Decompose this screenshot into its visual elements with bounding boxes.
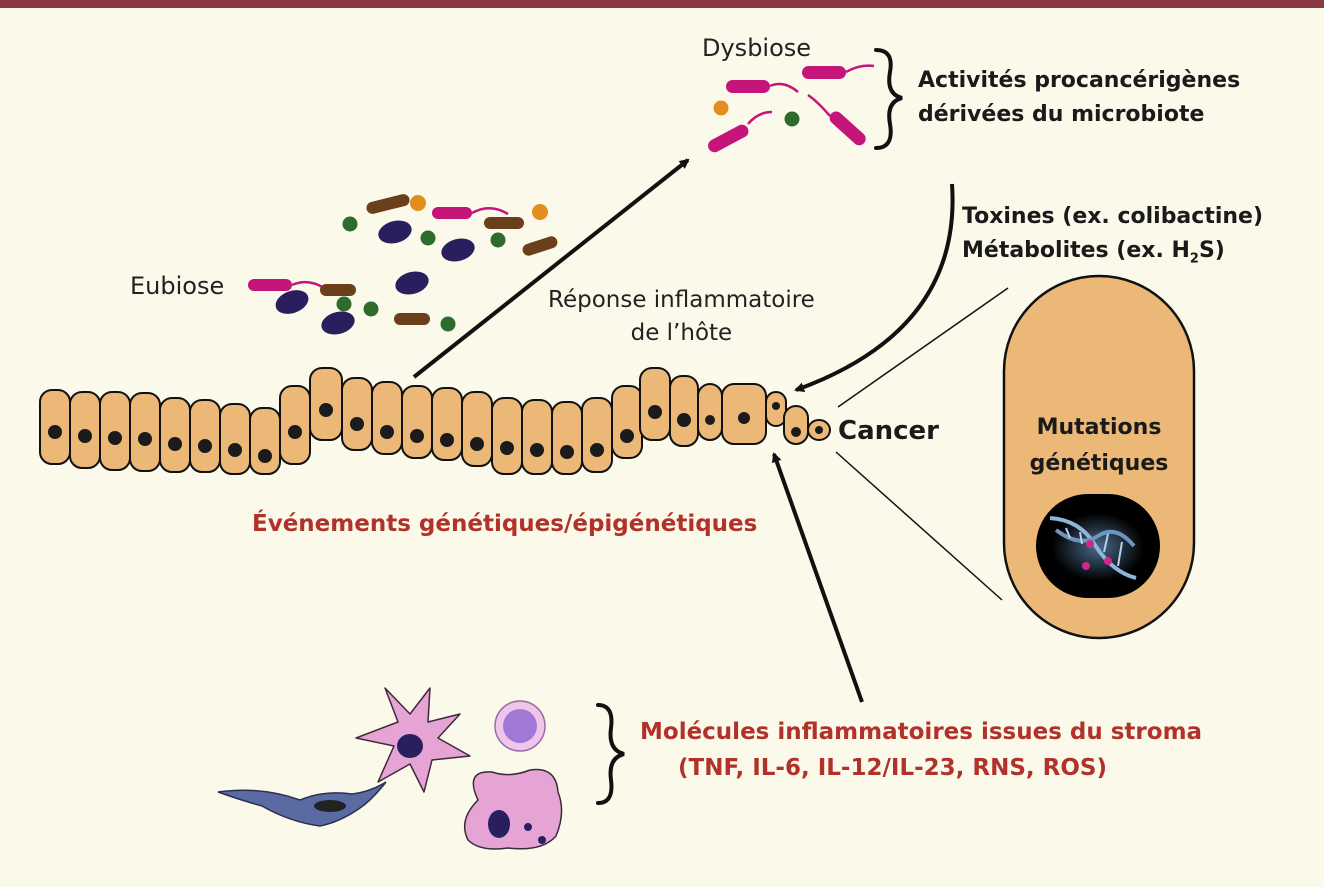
- zoom-line-bottom: [835, 451, 1003, 601]
- cell-nucleus: [48, 425, 62, 439]
- cell-nucleus: [500, 441, 514, 455]
- toxins-to-cancer-arrow: [794, 183, 955, 392]
- epithelium: [39, 367, 831, 475]
- metabolites-suffix: S): [1198, 238, 1225, 263]
- cell-nucleus: [258, 449, 272, 463]
- eubiose-to-dysbiose-arrow: [412, 158, 690, 379]
- cell-nucleus: [288, 425, 302, 439]
- eubiose-label: Eubiose: [130, 272, 225, 300]
- header-bar: [0, 0, 1324, 8]
- mutations-label: Mutations génétiques: [1024, 410, 1174, 482]
- cell-nucleus: [380, 425, 394, 439]
- cell-nucleus: [590, 443, 604, 457]
- host-response-line-2: de l’hôte: [630, 320, 733, 346]
- procancer-activity-label: Activités procancérigènes dérivées du mi…: [918, 64, 1240, 132]
- epithelial-cell: [697, 383, 723, 441]
- cell-nucleus: [772, 402, 780, 410]
- epithelial-cell: [341, 377, 373, 451]
- metabolites-prefix: Métabolites (ex. H: [962, 238, 1190, 263]
- cell-nucleus: [705, 415, 715, 425]
- stroma-molecules-label: Molécules inflammatoires issues du strom…: [640, 714, 1202, 786]
- cell-nucleus: [350, 417, 364, 431]
- cell-nucleus: [791, 427, 801, 437]
- epithelial-cell: [551, 401, 583, 475]
- stroma-brace: [596, 703, 625, 805]
- epithelial-cell: [521, 399, 553, 475]
- cell-nucleus: [677, 413, 691, 427]
- eubiose-bacteria: [248, 194, 558, 335]
- dysbiose-label: Dysbiose: [702, 34, 812, 62]
- mutations-line-1: Mutations: [1036, 415, 1162, 440]
- epithelial-cell: [159, 397, 191, 473]
- stroma-molecules-line-1: Molécules inflammatoires issues du strom…: [640, 719, 1203, 745]
- cell-nucleus: [319, 403, 333, 417]
- cell-nucleus: [410, 429, 424, 443]
- epithelial-cell: [189, 399, 221, 473]
- cell-nucleus: [228, 443, 242, 457]
- epithelial-cell: [639, 367, 671, 441]
- procancer-line-2: dérivées du microbiote: [918, 102, 1205, 127]
- cell-nucleus: [738, 412, 750, 424]
- epithelial-cell: [669, 375, 699, 447]
- epithelial-cell: [371, 381, 403, 455]
- cancer-label: Cancer: [838, 416, 940, 446]
- epithelial-cell: [431, 387, 463, 461]
- cell-nucleus: [560, 445, 574, 459]
- host-response-line-1: Réponse inflammatoire: [548, 287, 815, 313]
- enlarged-cancer-cell: [1002, 274, 1196, 640]
- cell-nucleus: [78, 429, 92, 443]
- cell-nucleus: [138, 432, 152, 446]
- epithelial-cell: [611, 385, 643, 459]
- macrophage: [463, 768, 563, 850]
- dna-helix-icon: [1049, 513, 1144, 581]
- mutations-line-2: génétiques: [1029, 451, 1169, 476]
- epithelial-cell: [461, 391, 493, 467]
- stroma-molecules-line-2: (TNF, IL-6, IL-12/IL-23, RNS, ROS): [678, 755, 1108, 781]
- dysbiose-bacteria: [708, 64, 875, 153]
- cell-nucleus: [168, 437, 182, 451]
- cell-nucleus: [198, 439, 212, 453]
- epithelial-cell: [783, 405, 809, 445]
- host-response-label: Réponse inflammatoire de l’hôte: [548, 284, 815, 350]
- epithelial-cell: [249, 407, 281, 475]
- toxins-line: Toxines (ex. colibactine): [962, 204, 1264, 229]
- cell-nucleus: [470, 437, 484, 451]
- epithelial-cell: [491, 397, 523, 475]
- epithelial-cell: [581, 397, 613, 473]
- cell-nucleus: [620, 429, 634, 443]
- zoom-line-top: [837, 287, 1009, 408]
- cell-nucleus: [440, 433, 454, 447]
- metabolites-line: Métabolites (ex. H2S): [962, 234, 1263, 276]
- toxins-metabolites-label: Toxines (ex. colibactine) Métabolites (e…: [962, 200, 1263, 276]
- metabolites-subscript: 2: [1189, 251, 1199, 267]
- stroma-to-cancer-arrow: [771, 452, 864, 703]
- dysbiose-brace: [874, 48, 903, 150]
- genetic-events-label: Événements génétiques/épigénétiques: [252, 511, 758, 537]
- cell-nucleus: [815, 426, 823, 434]
- cell-nucleus: [108, 431, 122, 445]
- cell-nucleus: [530, 443, 544, 457]
- epithelial-cell: [401, 385, 433, 459]
- cell-nucleus: [648, 405, 662, 419]
- stroma-cells: [217, 687, 563, 850]
- procancer-line-1: Activités procancérigènes: [918, 68, 1241, 93]
- fibroblast: [217, 781, 387, 827]
- epithelial-cell: [219, 403, 251, 475]
